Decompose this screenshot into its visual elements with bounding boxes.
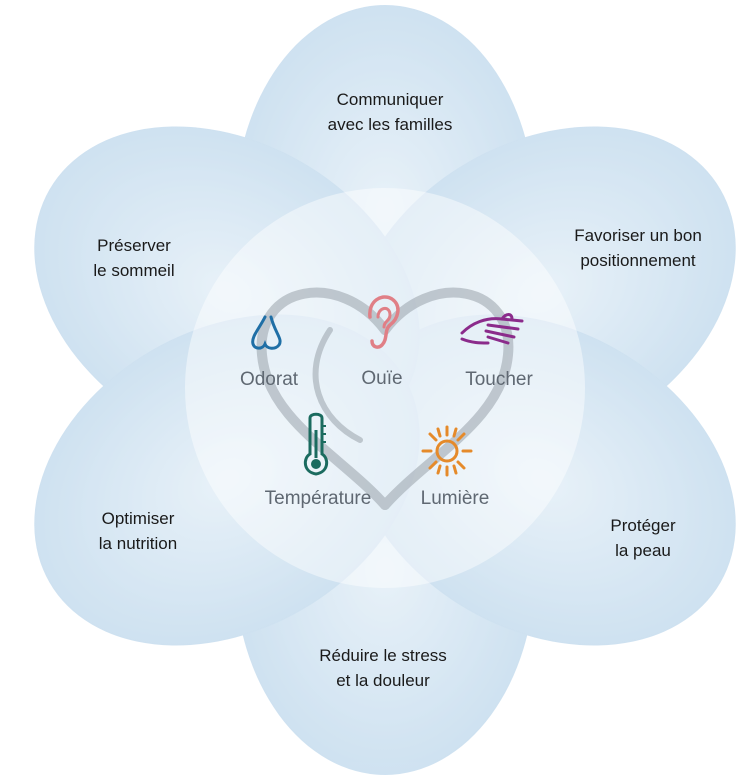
petal-label-lower-right: Protéger la peau: [610, 513, 675, 563]
petal-label-bottom: Réduire le stress et la douleur: [319, 643, 447, 693]
petal-label-top: Communiquer avec les familles: [328, 87, 453, 137]
petal-upper-left-line1: Préserver: [97, 236, 171, 255]
sense-label-temperature: Température: [264, 488, 372, 509]
hand-icon: [460, 313, 524, 345]
petal-lower-right: [350, 314, 736, 646]
sense-label-hearing: Ouïe: [361, 368, 403, 389]
heart-watermark: [256, 287, 514, 510]
petal-upper-right-line2: positionnement: [580, 251, 696, 270]
petal-top-line2: avec les familles: [327, 115, 453, 134]
petal-lower-right-line1: Protéger: [610, 516, 676, 535]
sense-label-light: Lumière: [420, 488, 490, 509]
petal-upper-right-line1: Favoriser un bon: [574, 226, 702, 245]
petal-bottom-line1: Réduire le stress: [319, 646, 447, 665]
petal-label-lower-left: Optimiser la nutrition: [99, 506, 177, 556]
sun-icon: [421, 425, 473, 477]
petal-lower-left-line1: Optimiser: [101, 509, 175, 528]
petal-label-upper-right: Favoriser un bon positionnement: [574, 223, 702, 273]
petal-lower-left: [34, 314, 420, 646]
petal-lower-right-line2: la peau: [615, 541, 671, 560]
petal-lower-left-line2: la nutrition: [98, 534, 178, 553]
nose-icon: [251, 315, 282, 350]
thermometer-icon: [303, 412, 329, 476]
ear-icon: [368, 295, 400, 349]
center-circle: [185, 188, 585, 588]
petal-bottom-line2: et la douleur: [336, 671, 430, 690]
sense-label-touch: Toucher: [465, 369, 533, 390]
petal-upper-left-line2: le sommeil: [93, 261, 175, 280]
sense-label-smell: Odorat: [239, 369, 299, 390]
petal-label-upper-left: Préserver le sommeil: [93, 233, 174, 283]
petal-top-line1: Communiquer: [336, 90, 444, 109]
